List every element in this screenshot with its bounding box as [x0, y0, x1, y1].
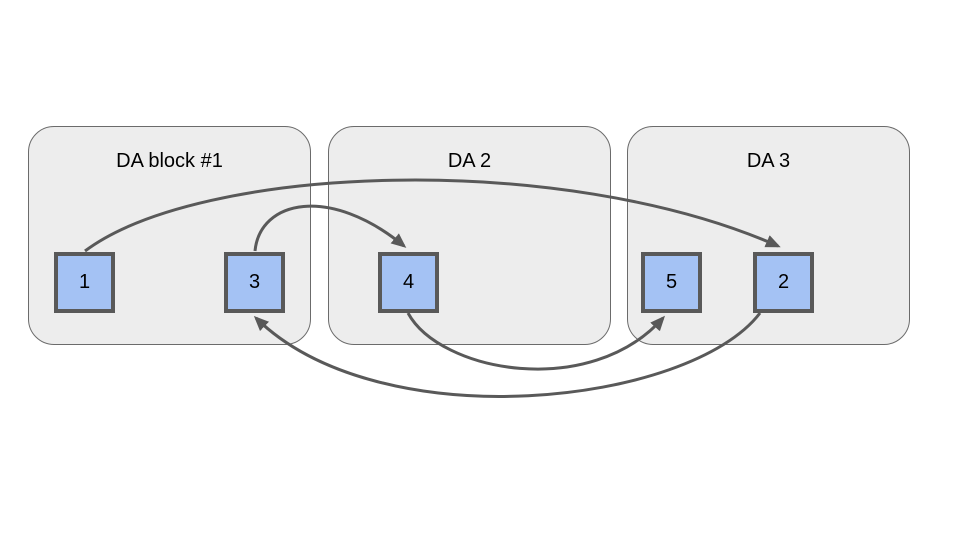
- node-label: 4: [402, 271, 415, 293]
- node-square-1: 1: [54, 252, 115, 313]
- da-block-3: DA 3 5 2: [627, 126, 910, 345]
- node-label: 1: [78, 271, 91, 293]
- node-square-2: 2: [753, 252, 814, 313]
- da-block-1: DA block #1 1 3: [28, 126, 311, 345]
- node-label: 3: [248, 271, 261, 293]
- block-title: DA block #1: [116, 150, 223, 172]
- node-label: 5: [665, 271, 678, 293]
- node-square-5: 5: [641, 252, 702, 313]
- block-title: DA 3: [746, 150, 791, 172]
- node-label: 2: [777, 271, 790, 293]
- node-square-4: 4: [378, 252, 439, 313]
- da-block-2: DA 2 4: [328, 126, 611, 345]
- node-square-3: 3: [224, 252, 285, 313]
- block-title: DA 2: [447, 150, 492, 172]
